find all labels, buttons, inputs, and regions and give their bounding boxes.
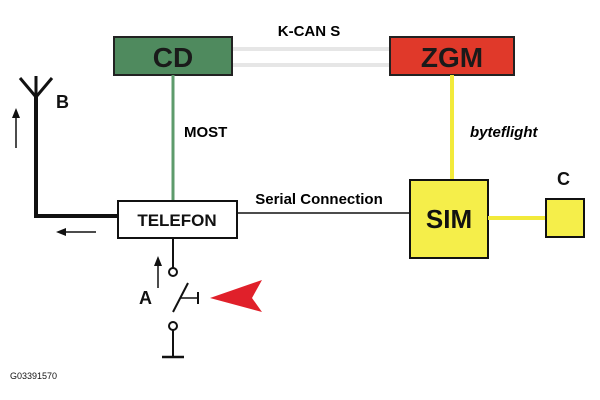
left-arrow-icon <box>56 228 96 236</box>
c-unit <box>545 198 585 238</box>
figure-id: G03391570 <box>10 371 57 381</box>
switch-label: A <box>139 288 152 308</box>
zgm-label: ZGM <box>421 42 483 73</box>
telefon-label: TELEFON <box>137 211 216 230</box>
antenna-label: B <box>56 92 69 112</box>
red-pointer-arrow-icon <box>210 280 262 312</box>
byteflight-label: byteflight <box>470 124 538 141</box>
sim-label: SIM <box>426 204 472 234</box>
kcan-bus <box>232 47 390 67</box>
c-unit-label: C <box>557 169 570 189</box>
zgm-module: ZGM <box>389 36 515 76</box>
serial-label: Serial Connection <box>255 191 383 208</box>
antenna <box>18 76 118 218</box>
antenna-up-arrow-icon <box>12 108 20 148</box>
telefon-module: TELEFON <box>117 200 238 239</box>
switch-up-arrow-icon <box>154 256 162 288</box>
cd-label: CD <box>153 42 193 73</box>
most-label: MOST <box>184 124 227 141</box>
kcan-label: K-CAN S <box>278 23 341 40</box>
cd-module: CD <box>113 36 233 76</box>
sim-module: SIM <box>409 179 489 259</box>
switch <box>162 238 199 359</box>
